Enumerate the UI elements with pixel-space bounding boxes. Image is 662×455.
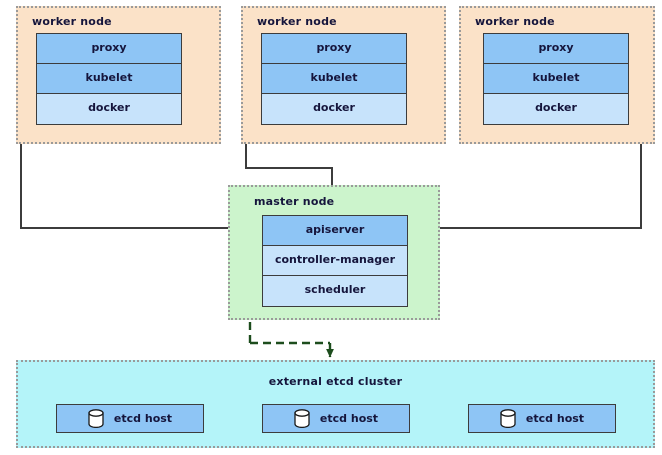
worker-node-title: worker node bbox=[257, 15, 337, 28]
etcd-host-1[interactable]: etcd host bbox=[56, 404, 204, 433]
etcd-host-label: etcd host bbox=[319, 412, 379, 425]
database-cylinder-icon bbox=[88, 409, 104, 428]
etcd-host-label: etcd host bbox=[525, 412, 585, 425]
worker-node-title: worker node bbox=[32, 15, 112, 28]
master-node-title: master node bbox=[254, 195, 335, 208]
component-proxy[interactable]: proxy bbox=[262, 34, 406, 64]
component-proxy[interactable]: proxy bbox=[484, 34, 628, 64]
component-docker[interactable]: docker bbox=[262, 94, 406, 124]
worker-node-title: worker node bbox=[475, 15, 555, 28]
component-kubelet[interactable]: kubelet bbox=[37, 64, 181, 94]
etcd-cluster-title: external etcd cluster bbox=[268, 375, 403, 388]
worker-node-2-components: proxy kubelet docker bbox=[261, 33, 407, 125]
etcd-host-3[interactable]: etcd host bbox=[468, 404, 616, 433]
database-cylinder-icon bbox=[500, 409, 516, 428]
etcd-host-2[interactable]: etcd host bbox=[262, 404, 410, 433]
database-cylinder-icon bbox=[294, 409, 310, 428]
component-scheduler[interactable]: scheduler bbox=[263, 276, 407, 306]
component-docker[interactable]: docker bbox=[37, 94, 181, 124]
etcd-host-label: etcd host bbox=[113, 412, 173, 425]
component-kubelet[interactable]: kubelet bbox=[262, 64, 406, 94]
worker-node-1-components: proxy kubelet docker bbox=[36, 33, 182, 125]
component-docker[interactable]: docker bbox=[484, 94, 628, 124]
worker-node-3-components: proxy kubelet docker bbox=[483, 33, 629, 125]
component-apiserver[interactable]: apiserver bbox=[263, 216, 407, 246]
component-controller-manager[interactable]: controller-manager bbox=[263, 246, 407, 276]
master-node-components: apiserver controller-manager scheduler bbox=[262, 215, 408, 307]
component-kubelet[interactable]: kubelet bbox=[484, 64, 628, 94]
component-proxy[interactable]: proxy bbox=[37, 34, 181, 64]
